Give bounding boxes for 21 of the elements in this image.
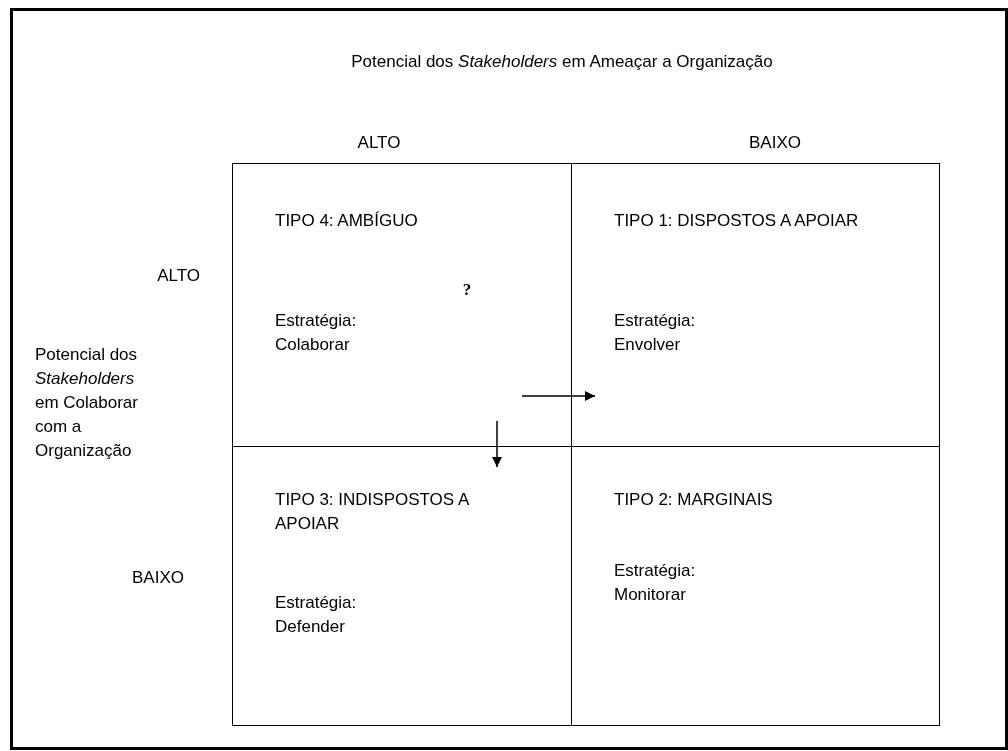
quadrant-heading: TIPO 4: AMBÍGUO (275, 210, 419, 232)
axis-title: Potencial dos Stakeholders em Colaborar com a Organização (35, 344, 139, 462)
axis-title: Potencial dos Stakeholders em Ameaçar a Organização (351, 51, 773, 73)
axis-level: ALTO (157, 265, 200, 287)
arrow (492, 420, 502, 468)
quadrant-box (571, 446, 940, 726)
quadrant-heading: TIPO 1: DISPOSTOS A APOIAR (614, 210, 860, 232)
strategy-text: Estratégia: Envolver (614, 310, 697, 356)
question-mark: ? (462, 279, 472, 301)
quadrant-heading: TIPO 3: INDISPOSTOS A APOIAR (275, 489, 470, 535)
strategy-text: Estratégia: Defender (275, 592, 358, 638)
quadrant-box (571, 163, 940, 447)
axis-level: ALTO (357, 132, 401, 154)
strategy-text: Estratégia: Colaborar (275, 310, 358, 356)
arrow (521, 391, 596, 401)
quadrant-heading: TIPO 2: MARGINAIS (614, 489, 774, 511)
quadrant-box (232, 446, 572, 726)
axis-level: BAIXO (132, 567, 184, 589)
axis-level: BAIXO (749, 132, 801, 154)
quadrant-box (232, 163, 572, 447)
strategy-text: Estratégia: Monitorar (614, 560, 697, 606)
